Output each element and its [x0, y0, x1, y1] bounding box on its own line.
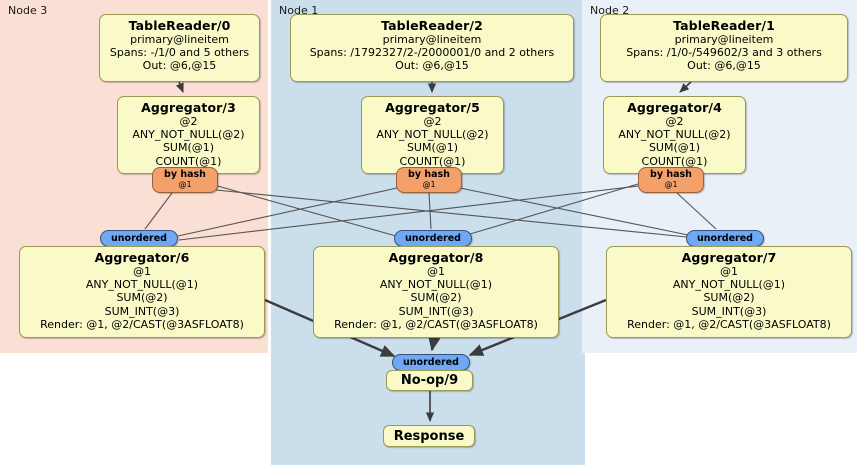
processor-line: COUNT(@1) [155, 154, 222, 168]
processor-table-reader-1[interactable]: TableReader/1 primary@lineitem Spans: /1… [600, 14, 848, 82]
processor-title: Aggregator/8 [388, 250, 484, 265]
processor-response[interactable]: Response [383, 425, 475, 447]
processor-line: Out: @6,@15 [142, 59, 217, 73]
processor-no-op-9[interactable]: No-op/9 [386, 370, 473, 391]
processor-line: SUM(@2) [703, 291, 755, 305]
router-column: @1 [664, 180, 678, 189]
processor-line: Spans: -/1/0 and 5 others [109, 46, 250, 60]
processor-line: SUM_INT(@3) [398, 304, 474, 318]
processor-render-line: Render: @1, @2/CAST(@3ASFLOAT8) [334, 317, 538, 331]
router-column: @1 [178, 180, 192, 189]
processor-title: Aggregator/4 [627, 100, 722, 115]
processor-line: primary@lineitem [130, 33, 229, 46]
processor-aggregator-6[interactable]: Aggregator/6 @1 ANY_NOT_NULL(@1) SUM(@2)… [19, 246, 265, 338]
node-panel-label-node3: Node 3 [8, 4, 48, 17]
router-by-hash-3[interactable]: by hash @1 [152, 167, 218, 193]
processor-line: ANY_NOT_NULL(@2) [618, 128, 731, 142]
processor-title: TableReader/2 [381, 18, 483, 33]
processor-title: TableReader/0 [128, 18, 231, 33]
processor-line: COUNT(@1) [641, 154, 708, 168]
processor-line: SUM_INT(@3) [104, 304, 180, 318]
processor-line: SUM_INT(@3) [691, 304, 767, 318]
processor-line: @1 [133, 265, 151, 278]
router-by-hash-4[interactable]: by hash @1 [638, 167, 704, 193]
processor-line: Spans: /1792327/2-/2000001/0 and 2 other… [309, 46, 555, 60]
processor-title: TableReader/1 [673, 18, 775, 33]
router-label: by hash [164, 169, 206, 180]
router-label: by hash [650, 169, 692, 180]
processor-aggregator-4[interactable]: Aggregator/4 @2 ANY_NOT_NULL(@2) SUM(@1)… [603, 96, 746, 174]
processor-line: Out: @6,@15 [395, 59, 469, 73]
processor-line: SUM(@1) [406, 141, 459, 155]
processor-line: primary@lineitem [382, 33, 482, 46]
processor-title: Aggregator/7 [681, 250, 777, 265]
processor-render-line: Render: @1, @2/CAST(@3ASFLOAT8) [40, 317, 244, 331]
router-label: by hash [408, 169, 450, 180]
processor-table-reader-2[interactable]: TableReader/2 primary@lineitem Spans: /1… [290, 14, 574, 82]
processor-line: @1 [720, 265, 738, 278]
processor-title: Aggregator/3 [141, 100, 236, 115]
processor-line: Out: @6,@15 [687, 59, 761, 73]
processor-line: @2 [179, 115, 198, 128]
processor-line: SUM(@1) [162, 141, 215, 155]
processor-line: ANY_NOT_NULL(@2) [132, 128, 245, 142]
processor-line: ANY_NOT_NULL(@1) [672, 278, 786, 292]
processor-table-reader-0[interactable]: TableReader/0 primary@lineitem Spans: -/… [99, 14, 260, 82]
processor-line: SUM(@2) [116, 291, 168, 305]
processor-aggregator-8[interactable]: Aggregator/8 @1 ANY_NOT_NULL(@1) SUM(@2)… [313, 246, 559, 338]
processor-line: @1 [427, 265, 445, 278]
processor-aggregator-7[interactable]: Aggregator/7 @1 ANY_NOT_NULL(@1) SUM(@2)… [606, 246, 852, 338]
processor-line: @2 [423, 115, 442, 128]
node-panel-label-node1: Node 1 [279, 4, 319, 17]
synchronizer-unordered-8[interactable]: unordered [394, 230, 472, 247]
processor-line: ANY_NOT_NULL(@2) [376, 128, 489, 142]
router-column: @1 [422, 180, 436, 189]
processor-line: @2 [665, 115, 684, 128]
processor-line: COUNT(@1) [399, 154, 466, 168]
processor-line: ANY_NOT_NULL(@1) [85, 278, 199, 292]
processor-aggregator-5[interactable]: Aggregator/5 @2 ANY_NOT_NULL(@2) SUM(@1)… [361, 96, 504, 174]
processor-line: ANY_NOT_NULL(@1) [379, 278, 493, 292]
synchronizer-unordered-9[interactable]: unordered [392, 354, 470, 371]
router-by-hash-5[interactable]: by hash @1 [396, 167, 462, 193]
processor-line: primary@lineitem [674, 33, 774, 46]
processor-aggregator-3[interactable]: Aggregator/3 @2 ANY_NOT_NULL(@2) SUM(@1)… [117, 96, 260, 174]
processor-line: SUM(@1) [648, 141, 701, 155]
processor-line: SUM(@2) [410, 291, 462, 305]
synchronizer-unordered-7[interactable]: unordered [686, 230, 764, 247]
synchronizer-unordered-6[interactable]: unordered [100, 230, 178, 247]
processor-title: Aggregator/6 [94, 250, 190, 265]
processor-title: Aggregator/5 [385, 100, 480, 115]
processor-render-line: Render: @1, @2/CAST(@3ASFLOAT8) [627, 317, 831, 331]
node-panel-label-node2: Node 2 [590, 4, 630, 17]
processor-line: Spans: /1/0-/549602/3 and 3 others [626, 46, 822, 60]
